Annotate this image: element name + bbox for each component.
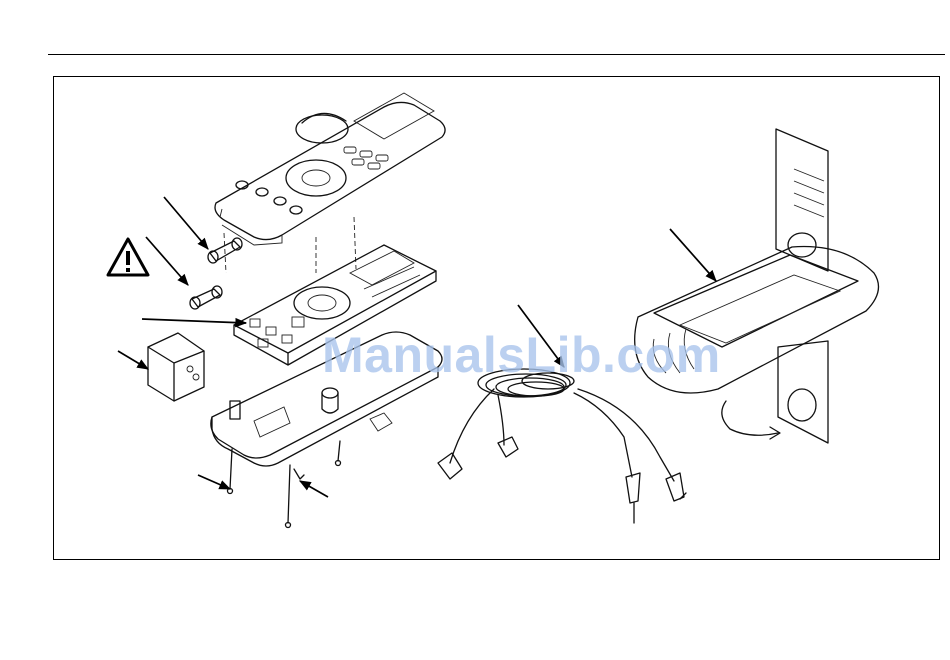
test-leads	[438, 369, 686, 523]
circuit-board	[234, 245, 436, 365]
holster-with-tilt-stand	[635, 129, 879, 443]
header-rule	[48, 54, 945, 55]
battery	[148, 333, 204, 401]
case-screws	[228, 441, 341, 528]
fuse-lower	[190, 286, 222, 309]
exploded-view-figure: ManualsLib.com	[53, 76, 940, 560]
bottom-case	[211, 332, 442, 466]
exploded-view-drawing	[54, 77, 940, 560]
leader-arrows	[118, 197, 716, 497]
warning-triangle-icon	[108, 239, 148, 275]
meter-top-case	[215, 93, 445, 245]
